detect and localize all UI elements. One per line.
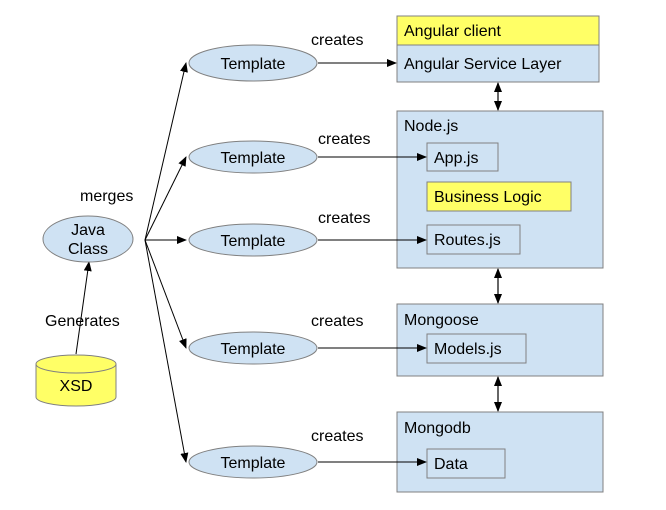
generates-arrow [75,261,92,355]
mongoose-title: Mongoose [404,312,479,329]
java-class-line2: Class [68,241,108,258]
template-3-creates-label: creates [318,210,370,227]
business-logic-label: Business Logic [434,189,542,206]
java-class-ellipse: Java Class [42,215,134,263]
mongoose-group: Mongoose Models.js [396,303,604,377]
merge-arrow-5 [144,239,189,463]
xsd-label: XSD [60,378,93,395]
angular-client-label: Angular client [404,23,502,40]
generates-label: Generates [45,313,120,330]
template-4-label: Template [221,341,286,358]
mongodb-title: Mongodb [404,420,471,437]
models-js-label: Models.js [434,341,502,358]
merge-arrow-4 [144,239,187,349]
data-box [426,448,506,479]
template-3-label: Template [221,233,286,250]
angular-service-layer-box [396,44,600,83]
template-5-creates-label: creates [311,428,363,445]
app-js-box [426,142,499,172]
template-3-shape [188,223,318,257]
merge-arrows [144,62,189,463]
angular-service-layer-label: Angular Service Layer [404,56,562,73]
app-js-label: App.js [434,150,478,167]
template-4-creates-label: creates [311,313,363,330]
data-label: Data [434,456,468,473]
template-4-shape [188,331,318,365]
node-title: Node.js [404,118,458,135]
routes-js-label: Routes.js [434,232,501,249]
template-1-shape [188,44,318,82]
template-1-creates-label: creates [311,32,363,49]
merges-label: merges [80,188,133,205]
merge-arrow-1 [144,62,188,241]
java-class-line1: Java [71,222,105,239]
template-2-creates-label: creates [318,131,370,148]
mongodb-group: Mongodb Data [396,411,604,493]
business-logic-box [426,181,572,212]
merge-arrow-2 [144,156,187,241]
template-5-label: Template [221,455,286,472]
template-3: Template creates [188,210,427,257]
node-group: Node.js App.js Business Logic Routes.js [396,110,604,269]
template-1: Template creates [188,32,397,82]
angular-client-box [396,15,600,46]
template-1-label: Template [221,56,286,73]
template-5-shape [188,445,318,479]
template-2-label: Template [221,150,286,167]
template-2-shape [188,140,318,174]
xsd-cylinder: XSD [35,354,117,407]
template-5: Template creates [188,428,427,479]
routes-js-box [426,224,521,255]
angular-group: Angular client Angular Service Layer [396,15,600,83]
template-2: Template creates [188,131,427,174]
models-js-box [426,333,527,364]
template-4: Template creates [188,313,427,365]
